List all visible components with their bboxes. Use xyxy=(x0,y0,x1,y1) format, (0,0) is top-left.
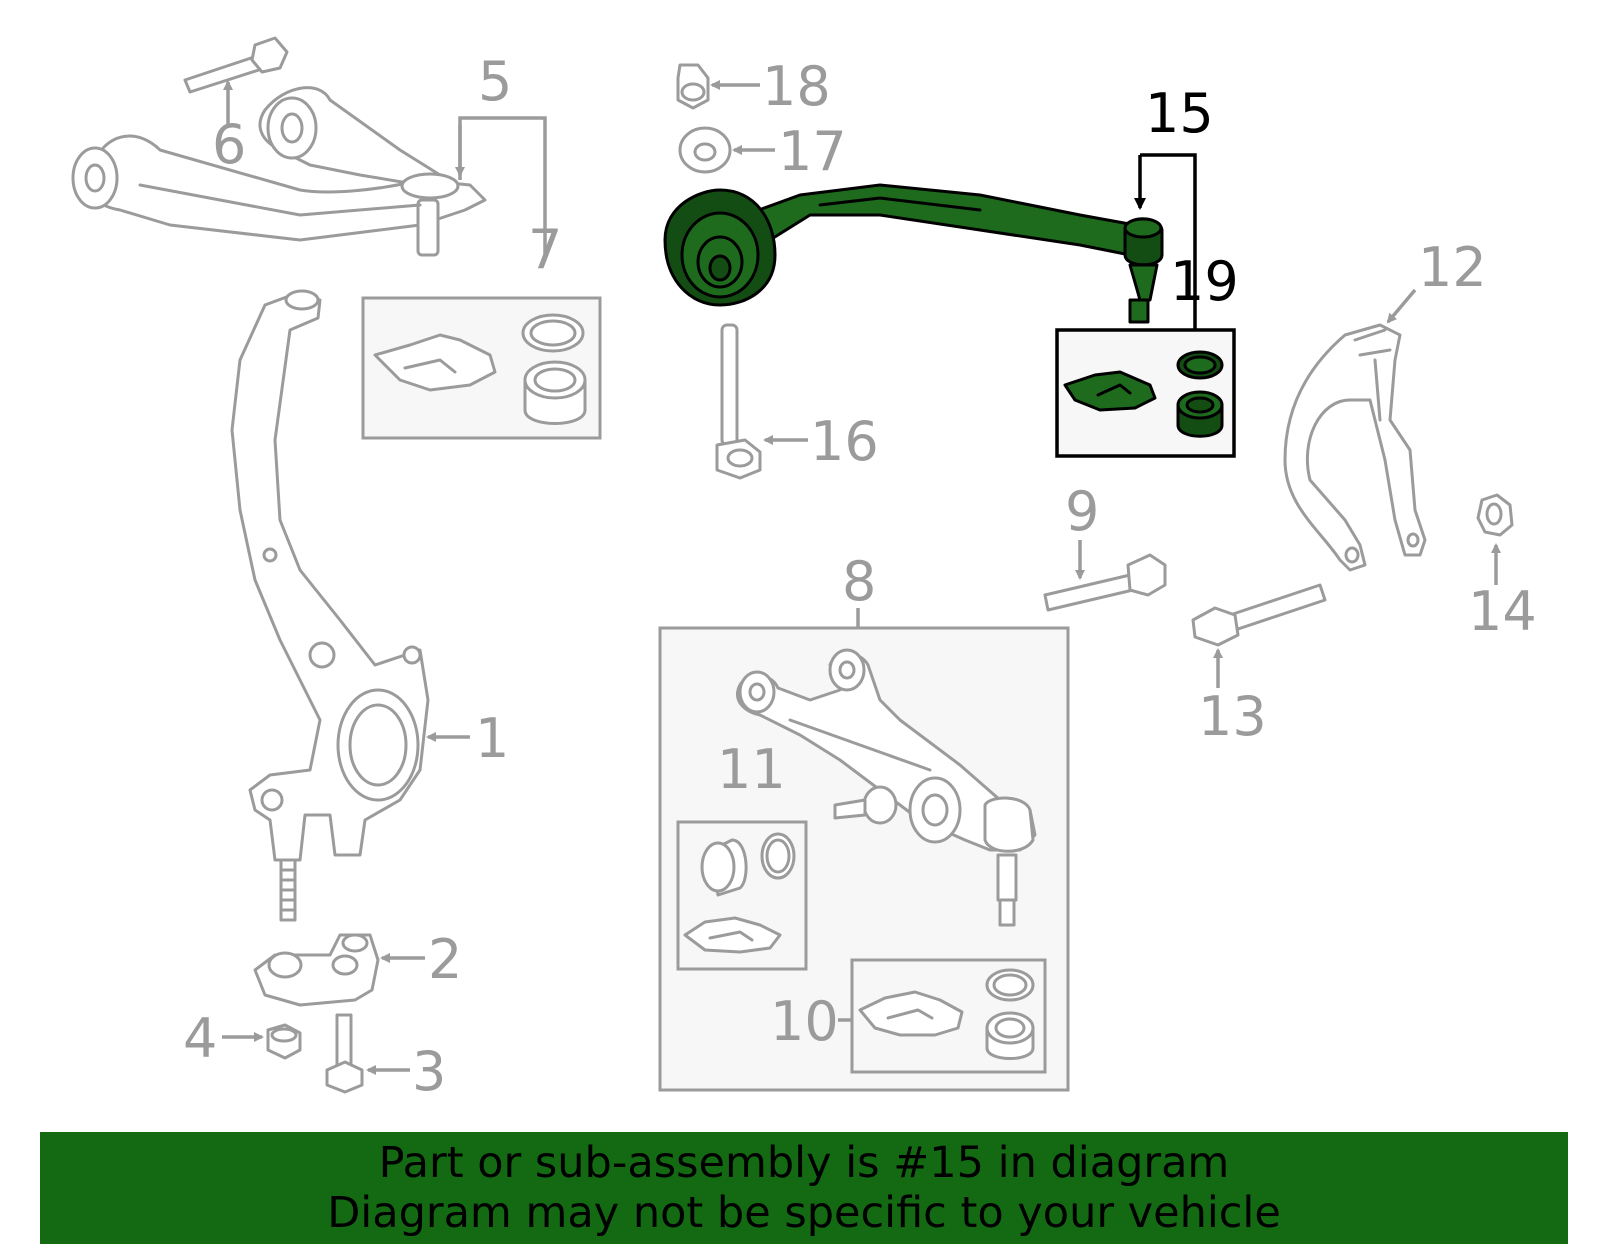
banner-line-1: Part or sub-assembly is #15 in diagram xyxy=(378,1138,1230,1188)
kit-box-11 xyxy=(676,820,808,971)
washer-17 xyxy=(678,126,732,174)
kit-box-10 xyxy=(850,958,1047,1074)
lower-control-arm-15 xyxy=(663,183,1164,324)
banner-line-2: Diagram may not be specific to your vehi… xyxy=(327,1188,1281,1238)
callout-8: 8 xyxy=(842,550,876,613)
nut-18 xyxy=(676,63,710,110)
info-banner: Part or sub-assembly is #15 in diagram D… xyxy=(40,1132,1568,1244)
bracket-2 xyxy=(253,933,380,1007)
callout-11: 11 xyxy=(717,738,786,801)
nut-4 xyxy=(266,1023,302,1060)
callout-4: 4 xyxy=(183,1007,217,1070)
callout-2: 2 xyxy=(428,928,462,991)
callout-7: 7 xyxy=(528,218,562,281)
bolt-16 xyxy=(715,323,762,480)
callout-12: 12 xyxy=(1418,236,1487,299)
bolt-9 xyxy=(1043,553,1167,612)
callout-9: 9 xyxy=(1065,480,1099,543)
upper-control-arm xyxy=(71,86,487,257)
callout-6: 6 xyxy=(212,113,246,176)
callout-5: 5 xyxy=(478,50,512,113)
kit-box-7 xyxy=(361,296,602,440)
callout-17: 17 xyxy=(778,120,847,183)
callout-10: 10 xyxy=(770,990,839,1053)
callout-19: 19 xyxy=(1170,250,1239,313)
callout-14: 14 xyxy=(1468,580,1537,643)
callout-18: 18 xyxy=(762,55,831,118)
bolt-3 xyxy=(325,1013,364,1094)
callout-1: 1 xyxy=(475,707,509,770)
bolt-6 xyxy=(183,36,289,127)
callout-15: 15 xyxy=(1145,82,1214,145)
callout-3: 3 xyxy=(412,1040,446,1103)
callout-13: 13 xyxy=(1198,685,1267,748)
callout-16: 16 xyxy=(810,410,879,473)
bracket-12 xyxy=(1283,323,1427,572)
kit-box-19 xyxy=(1055,328,1236,458)
bolt-13 xyxy=(1191,583,1327,647)
steering-knuckle xyxy=(230,289,430,922)
nut-14 xyxy=(1476,493,1514,537)
